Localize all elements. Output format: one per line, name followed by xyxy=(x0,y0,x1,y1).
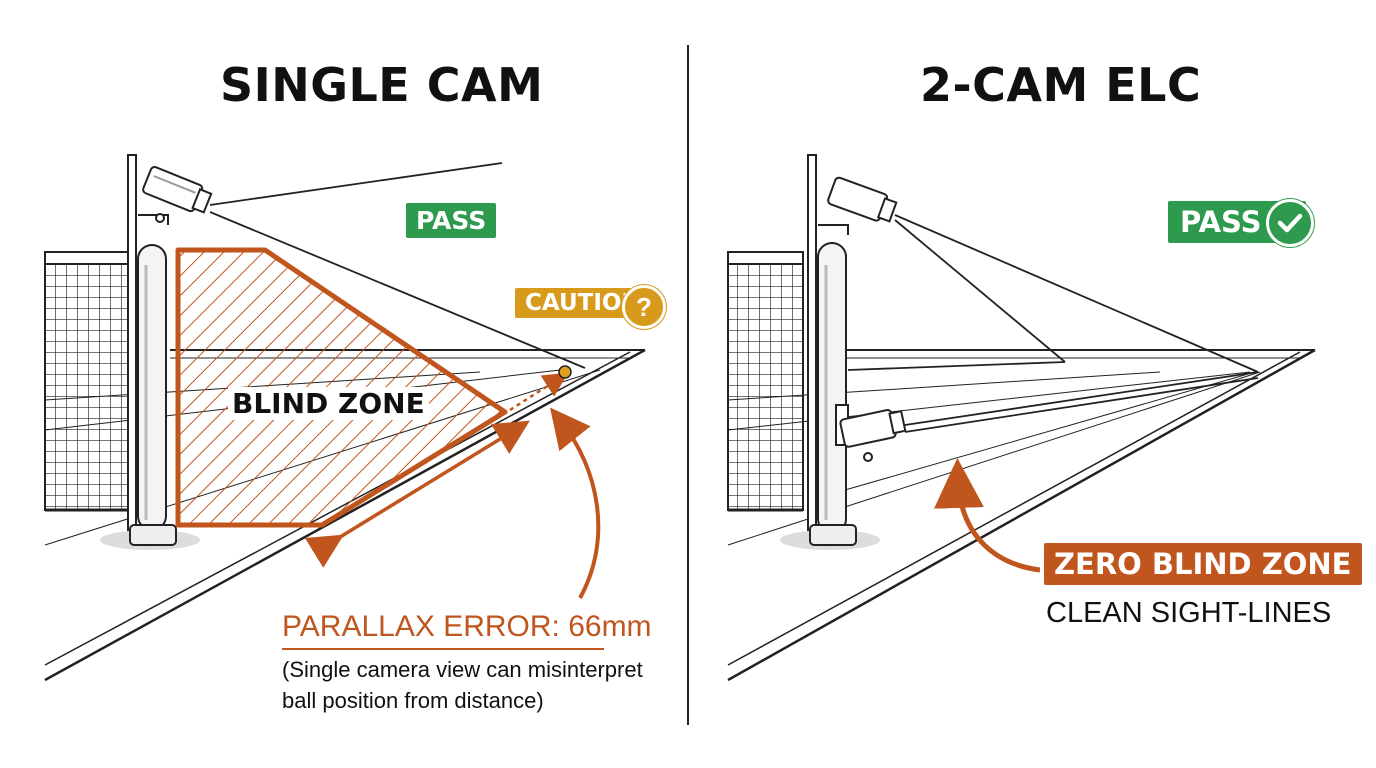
parallax-measure-arrow xyxy=(304,420,530,568)
right-panel-title: 2-CAM ELC xyxy=(920,58,1202,112)
blind-zone-label: BLIND ZONE xyxy=(228,387,429,420)
ball xyxy=(558,365,572,379)
right-net xyxy=(727,251,804,512)
parallax-error-label: PARALLAX ERROR: 66mm xyxy=(282,610,652,643)
parallax-note-line-2: ball position from distance) xyxy=(282,688,544,713)
left-panel-title: SINGLE CAM xyxy=(220,58,544,112)
zero-blind-callout-arrow xyxy=(933,458,1041,573)
left-sight-lines xyxy=(209,162,586,369)
check-circle-icon xyxy=(1266,199,1314,247)
parallax-note-line-1: (Single camera view can misinterpret xyxy=(282,657,643,682)
zero-blind-zone-badge: ZERO BLIND ZONE xyxy=(1044,543,1362,585)
caution-badge: CAUTION xyxy=(515,288,651,318)
right-sight-lines xyxy=(847,214,1259,433)
parallax-callout-arrow xyxy=(550,407,601,599)
right-camera-post xyxy=(780,154,907,550)
ball-trajectory xyxy=(509,372,569,412)
clean-sight-lines-label: CLEAN SIGHT-LINES xyxy=(1046,597,1332,629)
parallax-underline xyxy=(282,648,604,650)
left-camera-post xyxy=(100,154,213,550)
left-pass-badge: PASS xyxy=(406,203,497,238)
question-circle-icon: ? xyxy=(622,285,666,329)
left-net xyxy=(44,251,134,512)
